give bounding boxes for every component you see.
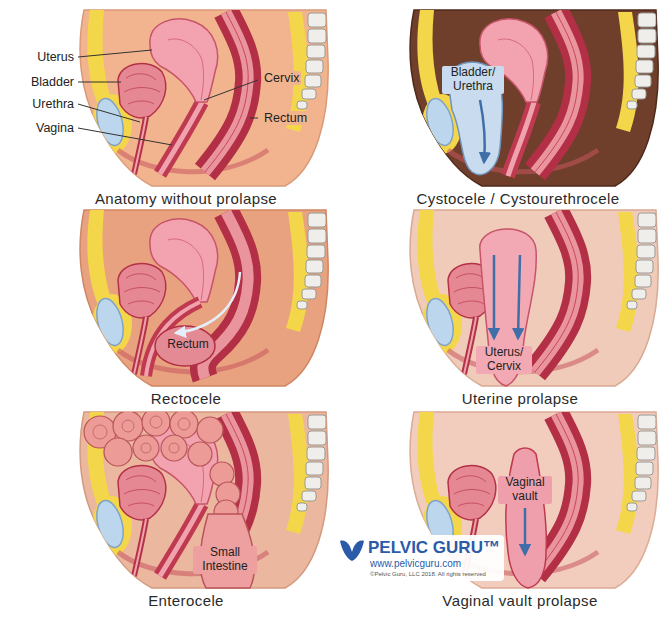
organ-label: Cervix — [262, 71, 301, 85]
organ-label: Rectum — [165, 338, 210, 352]
leader-line — [78, 82, 121, 83]
organ-label: Uterus — [37, 50, 74, 64]
organ-label: Bladder/ Urethra — [442, 66, 504, 94]
intestine-loop — [133, 435, 159, 461]
intestine-fold — [178, 418, 190, 430]
sacrum — [627, 415, 656, 511]
panel-caption: Enterocele — [148, 592, 224, 609]
intestine-fold — [169, 443, 179, 453]
leader-line — [78, 104, 140, 122]
prolapse-arrow — [524, 508, 527, 554]
prolapsed-vault — [506, 448, 546, 588]
prolapse-arrow — [176, 272, 240, 333]
body-silhouette — [410, 10, 658, 186]
uterus — [150, 219, 218, 302]
sacrum — [627, 213, 656, 309]
logo-backing — [334, 535, 504, 581]
pelvic-organs — [87, 210, 326, 378]
intestine-loops — [84, 408, 240, 524]
uterus — [150, 19, 218, 102]
intestine-fold — [93, 425, 107, 439]
prolapse-arrow — [480, 100, 485, 162]
leader-line — [250, 118, 258, 119]
prolapse-arrow — [493, 255, 496, 338]
organ-label: Vaginal vault — [498, 476, 552, 504]
pelvic-organs — [417, 210, 656, 374]
prolapse-arrow — [518, 255, 520, 338]
organ-label: Small Intestine — [193, 546, 257, 574]
panel-cystocele — [410, 10, 658, 186]
intestine-loop — [142, 408, 170, 436]
intestine-loop — [188, 442, 212, 466]
leader-lines — [78, 50, 258, 145]
panel-caption: Anatomy without prolapse — [95, 190, 277, 207]
body-silhouette — [80, 10, 328, 186]
vagina-wall — [508, 102, 534, 176]
panel-caption: Cystocele / Cystourethrocele — [417, 190, 620, 207]
sacrum — [297, 213, 326, 309]
intestine-loop — [161, 435, 187, 461]
pelvic-organs — [84, 408, 326, 576]
bladder — [118, 264, 166, 374]
panel-enterocele — [80, 408, 328, 588]
organ-label: Vagina — [36, 121, 74, 135]
leader-line — [78, 128, 172, 145]
intestine-loop — [104, 438, 132, 466]
url-text: www.pelvicguru.com — [370, 558, 461, 570]
leader-line — [204, 80, 258, 100]
organ-label: Uterus/ Cervix — [476, 346, 532, 374]
body-silhouette — [80, 412, 328, 588]
pelvic-organs — [417, 10, 656, 176]
organ-label: Urethra — [32, 97, 74, 111]
vagina — [160, 102, 202, 174]
panel-caption: Uterine prolapse — [462, 390, 578, 407]
pelvic-organs — [87, 10, 326, 174]
body-silhouette — [410, 210, 658, 386]
intestine-fold — [122, 420, 134, 432]
organ-label: Rectum — [262, 111, 309, 125]
intestine-fold — [150, 416, 162, 428]
intestine-loop — [197, 417, 223, 443]
panel-caption: Vaginal vault prolapse — [442, 592, 597, 609]
organ-label: Bladder — [31, 75, 74, 89]
logo-icon — [340, 541, 364, 561]
vagina-lumen — [508, 102, 534, 176]
intestine-fold — [141, 443, 151, 453]
rectum — [535, 212, 578, 372]
sacrum — [627, 13, 656, 109]
intestine-loop — [170, 410, 198, 438]
panel-normal — [78, 10, 328, 186]
intestine-loop — [113, 411, 143, 441]
intestine-folds — [93, 416, 190, 453]
logo-text: PELVIC GURU™ — [368, 538, 500, 558]
sacrum — [297, 13, 326, 109]
body-silhouette — [80, 210, 328, 386]
panel-uterine-prolapse — [410, 210, 658, 386]
bladder — [118, 64, 166, 174]
panel-rectocele — [80, 210, 328, 386]
copyright-text: ©Pelvic Guru, LLC 2018. All rights reser… — [370, 571, 486, 578]
bladder — [118, 466, 166, 576]
sacrum — [297, 415, 326, 511]
leader-line — [78, 50, 152, 57]
panel-caption: Rectocele — [151, 390, 221, 407]
